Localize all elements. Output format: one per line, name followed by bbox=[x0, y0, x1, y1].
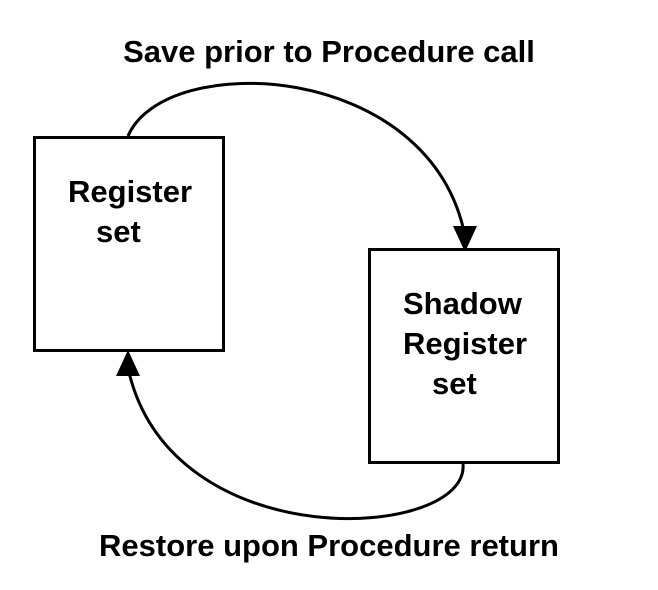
register-set-box bbox=[33, 136, 225, 352]
save-arrow-label: Save prior to Procedure call bbox=[123, 34, 535, 69]
restore-arrow bbox=[126, 367, 465, 521]
save-arrowhead bbox=[453, 226, 477, 252]
restore-arrow-label: Restore upon Procedure return bbox=[99, 528, 559, 563]
shadow-box-line2: Register bbox=[403, 326, 528, 361]
shadow-box-line3: set bbox=[432, 366, 477, 401]
save-arrow bbox=[126, 81, 467, 237]
register-box-line2: set bbox=[96, 214, 141, 249]
shadow-box-line1: Shadow bbox=[403, 286, 522, 321]
register-box-line1: Register bbox=[68, 174, 193, 209]
shadow-register-set-box bbox=[368, 248, 560, 464]
restore-arrowhead bbox=[116, 350, 140, 376]
